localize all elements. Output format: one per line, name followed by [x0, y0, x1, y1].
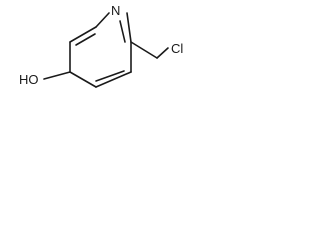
- bond-c2-ch2: [130, 41, 158, 59]
- bond-c4-c4b: [69, 71, 97, 88]
- bond-c4-oxygen: [43, 71, 71, 80]
- bond-c3-c4: [95, 71, 132, 88]
- bond-c3-c4-inner: [95, 70, 125, 82]
- chlorine-label: Cl: [171, 41, 183, 56]
- bond-n1-c2: [126, 12, 132, 43]
- bond-c5-c6: [69, 26, 97, 43]
- bond-n1-c2-inner: [119, 20, 126, 43]
- bond-ch2-cl: [156, 47, 169, 59]
- chemical-structure-diagram: N HO Cl: [19, 3, 183, 88]
- bond-c6-c5-inner: [75, 33, 96, 46]
- bond-c6-n1: [95, 12, 110, 28]
- hydroxyl-label: HO: [19, 72, 39, 87]
- nitrogen-label: N: [111, 3, 120, 18]
